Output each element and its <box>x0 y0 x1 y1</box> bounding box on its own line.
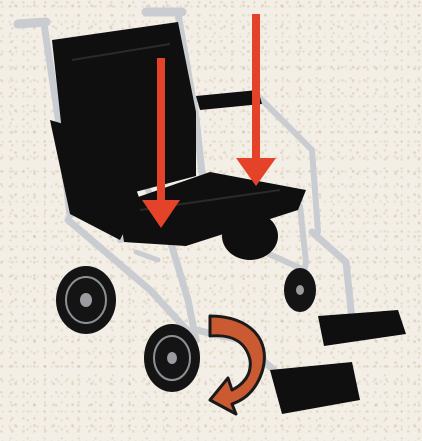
right-footplate <box>318 310 406 346</box>
front-caster-right <box>284 268 316 312</box>
fold-footrest-arrow-icon <box>210 316 264 414</box>
rear-wheel-left <box>56 266 116 334</box>
upholstery <box>50 22 406 414</box>
front-caster-left <box>144 324 200 392</box>
rear-wheel-right <box>222 212 278 260</box>
left-footplate <box>270 362 360 414</box>
right-footrest-hanger <box>312 232 352 320</box>
brake-lever <box>136 252 158 260</box>
